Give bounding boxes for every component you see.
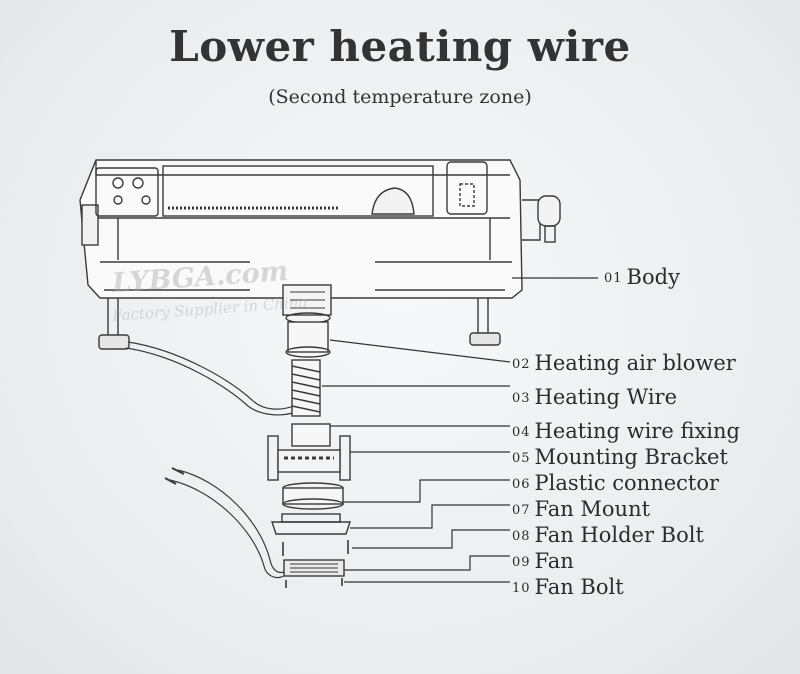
page-subtitle: (Second temperature zone) [268,86,532,108]
heating-wire-coil [291,359,321,417]
fan-mount [271,513,351,535]
mounting-bracket [267,423,351,481]
machine-body [79,159,561,350]
heating-air-blower [282,284,332,358]
fan [283,559,345,577]
page-title: Lower heating wire [169,22,631,71]
plastic-connector [282,482,344,510]
leader-lines [322,277,598,583]
